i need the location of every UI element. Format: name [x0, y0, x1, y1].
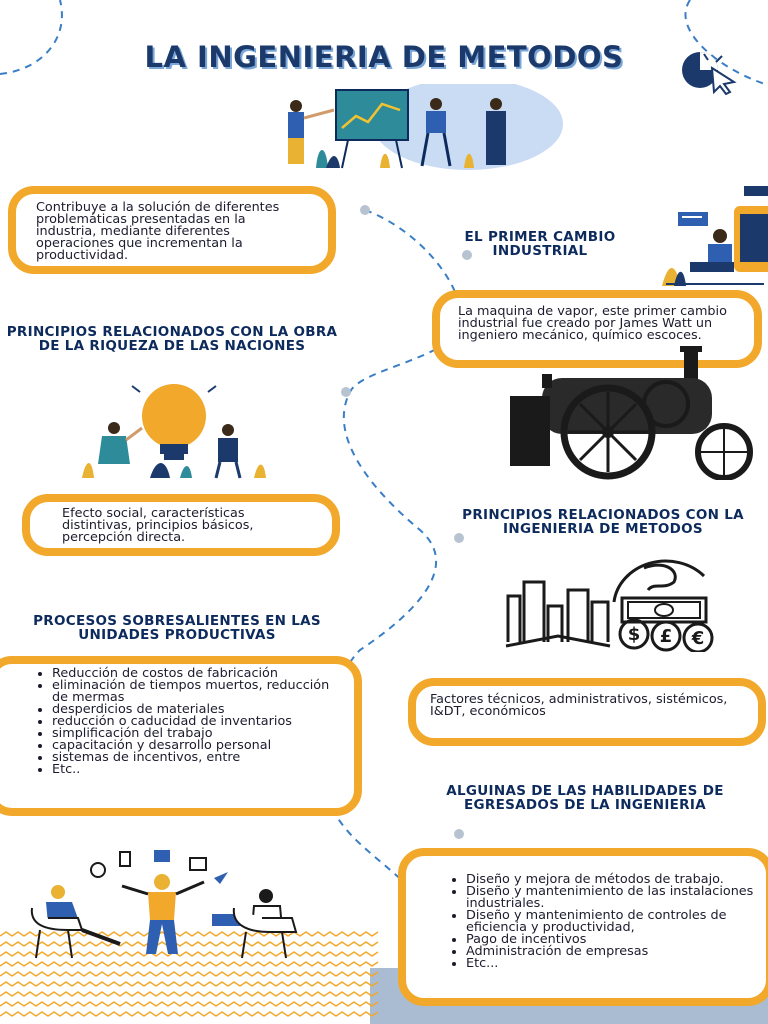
habilidades-item: Diseño y mantenimiento de controles de e… [466, 909, 760, 934]
habilidades-heading: ALGUINAS DE LAS HABILIDADES DE EGRESADOS… [446, 783, 724, 813]
procesos-item: Reducción de costos de fabricación [52, 667, 334, 680]
principios-metodos-box: Factores técnicos, administrativos, sist… [408, 678, 766, 746]
currency-euro-symbol: € [691, 628, 705, 649]
habilidades-item: Pago de incentivos [466, 933, 760, 946]
procesos-item: Etc.. [52, 763, 334, 776]
procesos-box: Reducción de costos de fabricación elimi… [0, 656, 362, 816]
zigzag-pattern [0, 931, 379, 1017]
procesos-heading: PROCESOS SOBRESALIENTES EN LAS UNIDADES … [33, 613, 321, 643]
principios-naciones-text: Efecto social, características distintiv… [62, 506, 254, 545]
habilidades-list: Diseño y mejora de métodos de trabajo. D… [448, 873, 760, 970]
principios-naciones-heading: PRINCIPIOS RELACIONADOS CON LA OBRA DE L… [6, 324, 338, 354]
page-title: LA INGENIERIA DE METODOS [144, 40, 624, 74]
lightbulb-illustration [82, 384, 266, 479]
intro-box: Contribuye a la solución de diferentes p… [8, 186, 336, 274]
principios-metodos-heading: PRINCIPIOS RELACIONADOS CON LA INGENIERI… [462, 507, 744, 537]
primer-cambio-heading: EL PRIMER CAMBIO INDUSTRIAL [464, 229, 616, 259]
laptop-worker-illustration [662, 186, 768, 286]
procesos-item: eliminación de tiempos muertos, reducció… [52, 679, 334, 704]
procesos-item: reducción o caducidad de inventarios [52, 715, 334, 728]
procesos-list: Reducción de costos de fabricación elimi… [32, 667, 334, 776]
procesos-item: sistemas de incentivos, entre [52, 751, 334, 764]
primer-cambio-box: La maquina de vapor, este primer cambio … [432, 290, 762, 368]
habilidades-item: Administración de empresas [466, 945, 760, 958]
primer-cambio-text: La maquina de vapor, este primer cambio … [458, 304, 727, 343]
principios-metodos-text: Factores técnicos, administrativos, sist… [430, 692, 728, 719]
habilidades-box: Diseño y mejora de métodos de trabajo. D… [398, 848, 768, 1006]
procesos-item: capacitación y desarrollo personal [52, 739, 334, 752]
finance-illustration [505, 559, 714, 652]
presentation-illustration [288, 84, 563, 170]
team-illustration [30, 850, 298, 959]
intro-text: Contribuye a la solución de diferentes p… [36, 200, 280, 263]
principios-naciones-box: Efecto social, características distintiv… [22, 494, 340, 556]
habilidades-item: Etc... [466, 957, 760, 970]
cursor-click-icon [682, 52, 737, 96]
currency-dollar-symbol: $ [627, 624, 641, 645]
currency-pound-symbol: £ [659, 626, 673, 647]
procesos-item: simplificación del trabajo [52, 727, 334, 740]
steam-engine-illustration [510, 346, 753, 480]
habilidades-item: Diseño y mantenimiento de las instalacio… [466, 885, 760, 910]
habilidades-item: Diseño y mejora de métodos de trabajo. [466, 873, 760, 886]
procesos-item: desperdicios de materiales [52, 703, 334, 716]
